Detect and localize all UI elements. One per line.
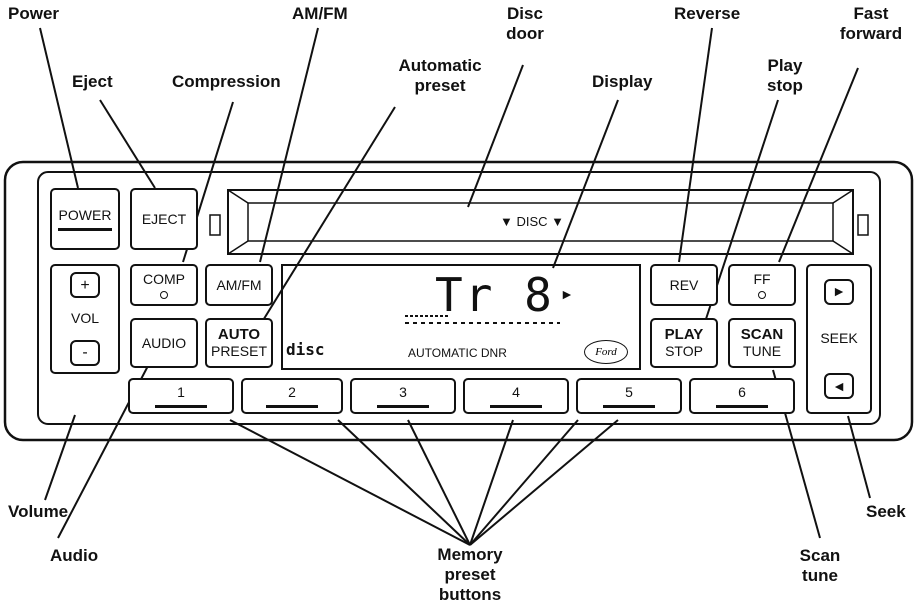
callout-play-stop: Play stop bbox=[767, 56, 803, 95]
radio-faceplate bbox=[37, 171, 881, 425]
display-segment-text: Tr 8 bbox=[435, 268, 554, 322]
preset-button-6[interactable]: 6 bbox=[689, 378, 795, 414]
preset-button-1[interactable]: 1 bbox=[128, 378, 234, 414]
callout-eject: Eject bbox=[72, 72, 113, 91]
power-label: POWER bbox=[58, 207, 112, 223]
preset-bar-2 bbox=[266, 405, 318, 408]
preset-label-5: 5 bbox=[625, 384, 633, 400]
callout-disc-door: Disc door bbox=[506, 4, 544, 43]
ff-label: FF bbox=[753, 271, 771, 287]
callout-scan-tune: Scan tune bbox=[799, 546, 841, 585]
rev-button[interactable]: REV bbox=[650, 264, 718, 306]
audio-button[interactable]: AUDIO bbox=[130, 318, 198, 368]
am-fm-label: AM/FM bbox=[216, 276, 262, 293]
disc-door bbox=[227, 189, 854, 255]
rev-label: REV bbox=[669, 276, 699, 293]
callout-memory-preset-buttons: Memory preset buttons bbox=[437, 545, 503, 604]
am-fm-button[interactable]: AM/FM bbox=[205, 264, 273, 306]
disc-slot-label: ▼ DISC ▼ bbox=[500, 214, 565, 229]
ford-logo: Ford bbox=[584, 340, 628, 364]
callout-reverse: Reverse bbox=[674, 4, 741, 23]
callout-volume: Volume bbox=[8, 502, 69, 521]
comp-label: COMP bbox=[143, 271, 185, 287]
preset-bar-1 bbox=[155, 405, 207, 408]
volume-down-button[interactable]: - bbox=[70, 339, 100, 366]
stop-label: STOP bbox=[665, 343, 703, 359]
preset-button-2[interactable]: 2 bbox=[241, 378, 343, 414]
ff-button[interactable]: FF bbox=[728, 264, 796, 306]
preset-label-1: 1 bbox=[177, 384, 185, 400]
seek-down-button[interactable]: ◄ bbox=[824, 373, 854, 400]
preset-label: PRESET bbox=[210, 343, 267, 359]
eject-label: EJECT bbox=[141, 210, 187, 227]
volume-control: + VOL - bbox=[50, 264, 120, 374]
preset-label-3: 3 bbox=[399, 384, 407, 400]
preset-label-2: 2 bbox=[288, 384, 296, 400]
tune-label: TUNE bbox=[742, 343, 782, 359]
comp-button[interactable]: COMP bbox=[130, 264, 198, 306]
power-button[interactable]: POWER bbox=[50, 188, 120, 250]
volume-up-button[interactable]: + bbox=[70, 272, 100, 299]
auto-preset-button[interactable]: AUTO PRESET bbox=[205, 318, 273, 368]
compact-disc-logo: disc bbox=[286, 340, 325, 359]
callout-power: Power bbox=[8, 4, 60, 23]
auto-label: AUTO bbox=[217, 326, 261, 343]
play-label: PLAY bbox=[664, 326, 704, 343]
display-mode-text: AUTOMATIC DNR bbox=[408, 346, 507, 360]
volume-label: VOL bbox=[70, 310, 99, 327]
ff-indicator-dot bbox=[758, 291, 766, 299]
eject-button[interactable]: EJECT bbox=[130, 188, 198, 250]
preset-label-4: 4 bbox=[512, 384, 520, 400]
callout-seek: Seek bbox=[866, 502, 906, 521]
callout-audio: Audio bbox=[50, 546, 99, 565]
power-indicator-bar bbox=[58, 228, 112, 231]
play-stop-button[interactable]: PLAY STOP bbox=[650, 318, 718, 368]
callout-fast-forward: Fast forward bbox=[839, 4, 903, 43]
preset-button-4[interactable]: 4 bbox=[463, 378, 569, 414]
callout-display: Display bbox=[592, 72, 653, 91]
scan-tune-button[interactable]: SCAN TUNE bbox=[728, 318, 796, 368]
display-panel bbox=[281, 264, 641, 370]
preset-button-3[interactable]: 3 bbox=[350, 378, 456, 414]
callout-automatic-preset: Automatic preset bbox=[398, 56, 482, 95]
seek-label: SEEK bbox=[820, 330, 858, 347]
preset-bar-6 bbox=[716, 405, 768, 408]
audio-label: AUDIO bbox=[141, 334, 187, 351]
seek-control: ► SEEK ◄ bbox=[806, 264, 872, 414]
preset-button-5[interactable]: 5 bbox=[576, 378, 682, 414]
scan-label: SCAN bbox=[740, 326, 784, 343]
display-play-arrow: ► bbox=[560, 286, 574, 302]
preset-bar-3 bbox=[377, 405, 429, 408]
preset-bar-4 bbox=[490, 405, 542, 408]
radio-housing bbox=[3, 160, 914, 442]
preset-label-6: 6 bbox=[738, 384, 746, 400]
preset-bar-5 bbox=[603, 405, 655, 408]
callout-am-fm: AM/FM bbox=[292, 4, 348, 23]
seek-up-button[interactable]: ► bbox=[824, 278, 854, 305]
comp-indicator-dot bbox=[160, 291, 168, 299]
callout-compression: Compression bbox=[172, 72, 281, 91]
